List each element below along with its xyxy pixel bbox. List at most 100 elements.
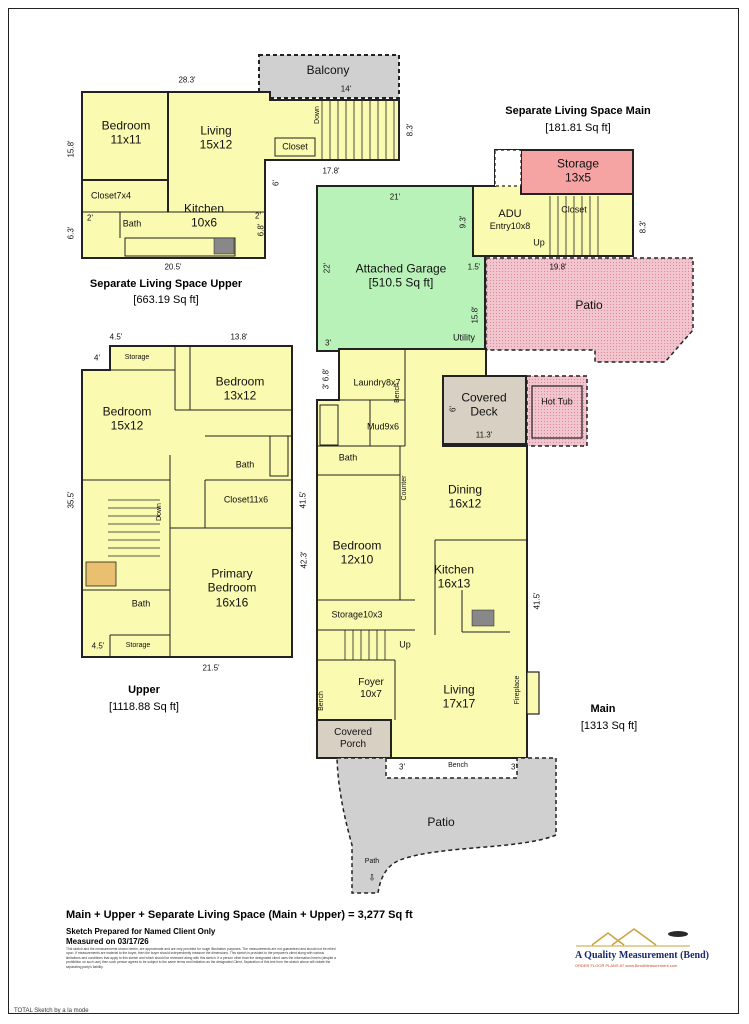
su-closet-left-label: Closet7x4 [90, 190, 132, 201]
dim-label: 6' [448, 406, 458, 412]
bench-foyer-label: Bench [317, 691, 325, 711]
covered-porch-area [316, 719, 392, 759]
upper-title: Upper [128, 684, 160, 696]
mud-label: Mud9x6 [366, 421, 400, 432]
covered-deck-area [442, 375, 527, 445]
su-closet-right-label: Closet [282, 141, 308, 152]
dim-label: 6' [271, 180, 281, 186]
garage-area [316, 185, 486, 352]
balcony-label: Balcony [306, 62, 350, 77]
dim-label: 42.3' [299, 551, 309, 569]
m-up-label: Up [399, 639, 411, 650]
sep-main-area: [181.81 Sq ft] [545, 122, 611, 134]
dim-label: 41.5' [532, 592, 542, 610]
dim-label: 13.8' [230, 332, 248, 342]
u-bath-bottom-label: Bath [131, 598, 151, 609]
u-closet-label: Closet11x6 [223, 494, 269, 505]
dim-label: 15.8' [66, 140, 76, 158]
main-title: Main [590, 703, 616, 715]
hot-tub-label: Hot Tub [541, 396, 573, 407]
dim-label: 2' [255, 211, 261, 221]
laundry-label: Laundry8x7 [353, 377, 401, 388]
utility-label: Utility [453, 332, 475, 343]
dim-label: 6.8' [256, 223, 266, 237]
path-arrow-icon: ⇩ [368, 872, 376, 883]
dim-label: 15.8' [470, 306, 480, 324]
total-area-statement: Main + Upper + Separate Living Space (Ma… [66, 909, 413, 921]
prepared-for: Sketch Prepared for Named Client Only [66, 927, 216, 936]
dim-label: 3' 6.8' [321, 368, 331, 390]
dim-label: 3' [325, 338, 331, 348]
bench-small-label: Bench [393, 383, 401, 403]
u-bath-top-label: Bath [235, 459, 255, 470]
sm-closet-label: Closet [561, 204, 587, 215]
dim-label: 3' [399, 762, 405, 772]
upper-area: [1118.88 Sq ft] [109, 701, 179, 713]
dim-label: 6.3' [66, 226, 76, 240]
dim-label: 9.3' [458, 215, 468, 229]
su-down-label: Down [313, 106, 321, 124]
dim-label: 2' [87, 213, 93, 223]
dim-label: 19.8' [549, 262, 567, 272]
dim-label: 8.3' [638, 220, 648, 234]
page-frame [8, 8, 739, 1014]
dim-label: 14' [340, 84, 352, 94]
m-bath-label: Bath [338, 452, 358, 463]
dim-label: 21.5' [202, 663, 220, 673]
u-storage-top-label: Storage [124, 353, 150, 361]
sep-upper-title: Separate Living Space Upper [89, 278, 243, 290]
sep-upper-plan [81, 54, 400, 259]
dim-label: 20.5' [164, 262, 182, 272]
sm-up-label: Up [533, 237, 545, 248]
sep-main-title: Separate Living Space Main [505, 105, 651, 117]
dim-label: 17.8' [322, 166, 340, 176]
disclaimer-text: This sketch and the measurements shown h… [66, 947, 336, 969]
dim-label: 41.5' [298, 491, 308, 509]
company-logo-subtext: ORDER FLOOR PLANS AT www.BendMeasurement… [575, 963, 678, 968]
patio-bottom-area [336, 757, 557, 894]
dim-label: 4.5' [91, 641, 105, 651]
bench-bottom-label: Bench [448, 761, 468, 769]
main-area: [1313 Sq ft] [580, 720, 638, 732]
dim-label: 35.5' [66, 491, 76, 509]
dim-label: 3' [511, 762, 517, 772]
dim-label: 8.3' [405, 123, 415, 137]
company-logo-text: A Quality Measurement (Bend) [575, 950, 709, 961]
sep-upper-area: [663.19 Sq ft] [133, 294, 199, 306]
dim-label: 1.5' [467, 262, 481, 272]
dim-label: 11.3' [475, 430, 493, 440]
path-label: Path [364, 857, 380, 865]
patio-right-area [485, 257, 694, 363]
fireplace-label: Fireplace [513, 675, 521, 705]
garage-label: Attached Garage[510.5 Sq ft] [355, 261, 447, 290]
measured-date: Measured on 03/17/26 [66, 937, 149, 946]
counter-label: Counter [400, 475, 408, 501]
balcony-area [258, 54, 400, 99]
dim-label: 4' [94, 353, 100, 363]
dim-label: 22' [322, 262, 332, 274]
u-down-label: Down [155, 503, 163, 521]
m-storage-label: Storage10x3 [331, 609, 383, 620]
software-credit: TOTAL Sketch by a la mode [14, 1008, 89, 1014]
u-storage-bottom-label: Storage [125, 641, 151, 649]
dim-label: 28.3' [178, 75, 196, 85]
patio-right-label: Patio [575, 297, 603, 312]
dim-label: 21' [389, 192, 401, 202]
sep-upper-outline [81, 91, 400, 259]
